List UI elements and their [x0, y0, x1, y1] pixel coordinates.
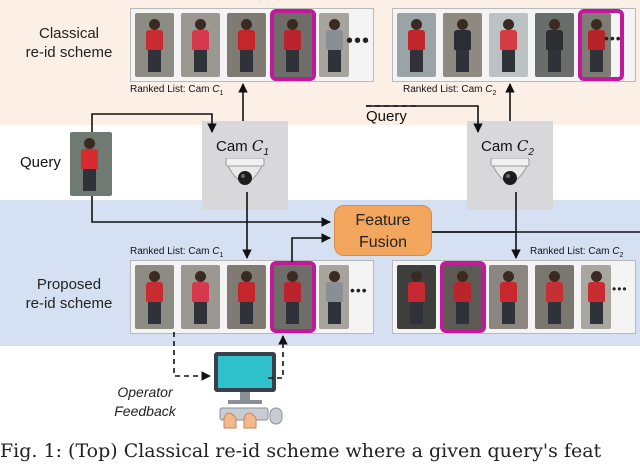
ranked-result-thumbnail — [489, 13, 528, 77]
caption-cam: C — [212, 84, 220, 95]
classical-scheme-label: Classical re-id scheme — [8, 24, 130, 62]
ranked-result-thumbnail — [489, 265, 528, 329]
ranked-result-thumbnail — [581, 265, 611, 329]
fusion-line1: Feature — [355, 212, 411, 229]
proposed-ranked-list-cam2 — [392, 260, 636, 334]
cam-letter: C — [516, 137, 529, 155]
ranked-result-thumbnail — [319, 265, 349, 329]
proposed-scheme-label: Proposed re-id scheme — [8, 275, 130, 313]
ranked-result-thumbnail — [135, 265, 174, 329]
cctv-camera-icon-c2 — [490, 158, 530, 185]
ranked-result-thumbnail — [581, 13, 611, 77]
fusion-line2: Fusion — [358, 234, 408, 251]
cctv-camera-icon-c1 — [225, 158, 265, 185]
figure-caption: Fig. 1: (Top) Classical re-id scheme whe… — [0, 440, 602, 462]
ranked-result-thumbnail — [443, 13, 482, 77]
feature-fusion-box: Feature Fusion — [334, 205, 432, 256]
arrow-query-to-cam1 — [91, 113, 217, 133]
classical-label-line2: re-id scheme — [25, 44, 113, 61]
ranked-list-caption-cam2-top: Ranked List: Cam C2 — [403, 84, 496, 97]
operator-feedback-label: Operator Feedback — [100, 383, 190, 421]
operator-line1: Operator — [117, 384, 173, 400]
selected-match-highlight — [440, 261, 486, 333]
ranked-result-thumbnail — [273, 13, 312, 77]
arrow-query-to-fusion — [91, 196, 331, 227]
arrow-operator-to-list — [268, 335, 288, 379]
arrow-list-to-operator — [173, 332, 211, 381]
ranked-result-thumbnail — [135, 13, 174, 77]
caption-prefix: Ranked List: Cam — [130, 246, 213, 257]
caption-prefix: Ranked List: Cam — [530, 246, 613, 257]
camera-label-c2: Cam C2 — [481, 137, 534, 158]
cam-sub: 2 — [528, 147, 534, 158]
camera-label-c1: Cam C1 — [216, 137, 269, 158]
arrow-selection-to-fusion — [291, 233, 331, 262]
cam-letter: C — [251, 137, 264, 155]
more-results-ellipsis: ••• — [604, 30, 622, 46]
ranked-result-thumbnail — [227, 13, 266, 77]
proposed-label-line2: re-id scheme — [25, 295, 113, 312]
ranked-result-thumbnail — [319, 13, 349, 77]
selected-match-highlight — [270, 261, 316, 333]
classical-label-line1: Classical — [38, 25, 99, 42]
ranked-result-thumbnail — [181, 13, 220, 77]
more-results-ellipsis: ••• — [612, 282, 628, 296]
selected-match-highlight — [270, 9, 316, 81]
cam-prefix: Cam — [216, 138, 252, 155]
caption-cam: C — [612, 246, 620, 257]
ranked-list-caption-cam2-bottom: Ranked List: Cam C2 — [530, 246, 623, 259]
ranked-result-thumbnail — [227, 265, 266, 329]
operator-line2: Feedback — [114, 403, 176, 419]
ranked-result-thumbnail — [273, 265, 312, 329]
ranked-result-thumbnail — [535, 265, 574, 329]
ranked-result-thumbnail — [443, 265, 482, 329]
caption-sub: 1 — [219, 252, 224, 259]
ranked-list-caption-cam1-bottom: Ranked List: Cam C1 — [130, 246, 223, 259]
ranked-result-thumbnail — [181, 265, 220, 329]
query-person-image — [70, 132, 112, 196]
selected-match-highlight — [578, 9, 624, 81]
ranked-result-thumbnail — [397, 13, 436, 77]
caption-sub: 1 — [219, 90, 224, 97]
more-results-ellipsis: ••• — [346, 30, 371, 52]
ranked-result-thumbnail — [397, 265, 436, 329]
classical-ranked-list-cam1 — [130, 8, 374, 82]
computer-icon — [214, 352, 283, 429]
caption-cam: C — [485, 84, 493, 95]
cam-sub: 1 — [263, 147, 269, 158]
classical-ranked-list-cam2 — [392, 8, 636, 82]
connector-arrows — [91, 83, 640, 381]
cam-prefix: Cam — [481, 138, 517, 155]
proposed-label-line1: Proposed — [36, 276, 102, 293]
caption-prefix: Ranked List: Cam — [130, 84, 213, 95]
arrow-query2-to-cam2 — [366, 105, 483, 133]
caption-cam: C — [212, 246, 220, 257]
caption-sub: 2 — [619, 252, 624, 259]
query-label: Query — [20, 154, 61, 171]
more-results-ellipsis: ••• — [350, 282, 368, 298]
ranked-list-caption-cam1-top: Ranked List: Cam C1 — [130, 84, 223, 97]
ranked-result-thumbnail — [535, 13, 574, 77]
proposed-ranked-list-cam1 — [130, 260, 374, 334]
caption-prefix: Ranked List: Cam — [403, 84, 486, 95]
query-label-cam2: Query — [366, 108, 407, 125]
caption-sub: 2 — [492, 90, 497, 97]
